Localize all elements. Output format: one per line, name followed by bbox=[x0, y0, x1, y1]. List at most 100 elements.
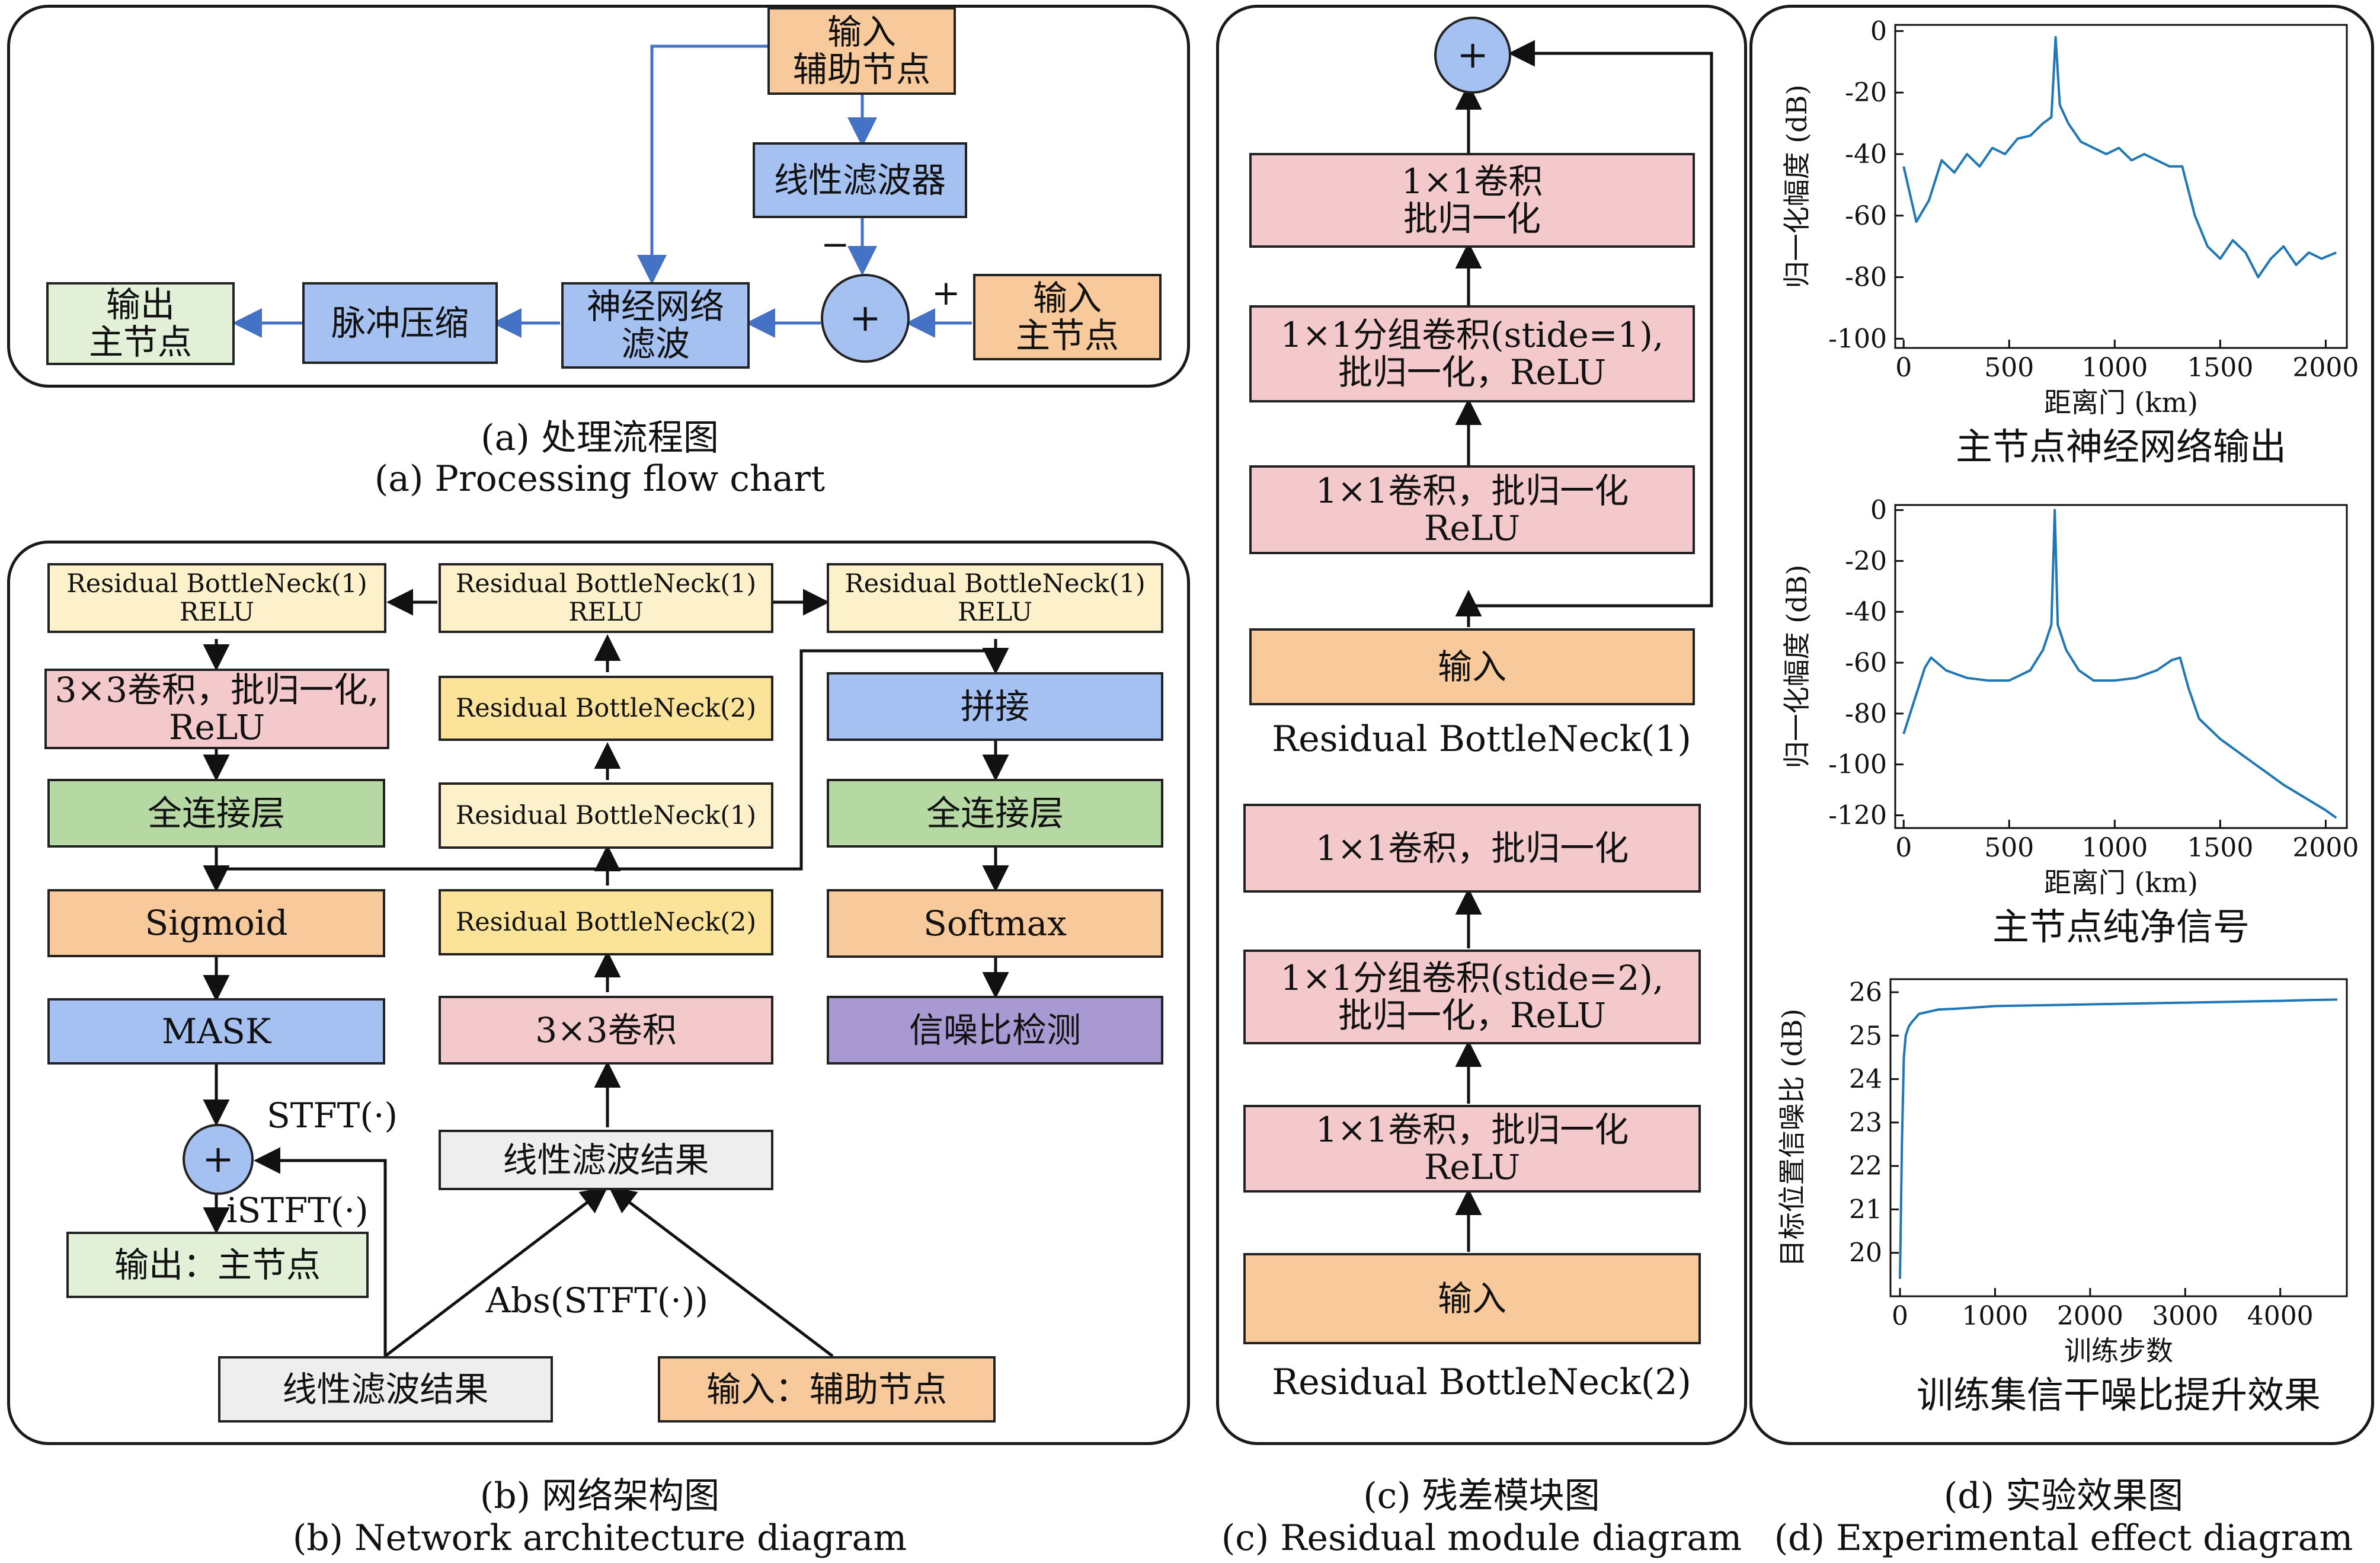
panel-c-frame bbox=[1216, 5, 1747, 1445]
series-line-1-0 bbox=[1902, 509, 2337, 819]
input-aux-node-box: 输入 辅助节点 bbox=[767, 7, 956, 95]
top-conv1x1-bn-relu-box: 1×1卷积，批归一化 ReLU bbox=[1249, 465, 1695, 554]
y-tick-label-0-0: 0 bbox=[1870, 16, 1887, 46]
x-tick-label-2-4: 4000 bbox=[2247, 1301, 2314, 1331]
residual-bottleneck2-title: Residual BottleNeck(2) bbox=[1272, 1361, 1691, 1403]
input-main-node-box: 输入 主节点 bbox=[973, 274, 1162, 360]
residual-bottleneck-left: Residual BottleNeck(1) RELU bbox=[47, 563, 386, 633]
x-tick-label-1-0: 0 bbox=[1895, 833, 1912, 863]
x-tick-label-0-1: 500 bbox=[1984, 353, 2034, 383]
bot-conv1x1-bn-relu-box: 1×1卷积，批归一化 ReLU bbox=[1243, 1105, 1701, 1193]
y-tick-label-1-0: 0 bbox=[1870, 496, 1887, 526]
linear-result-mid-box: 线性滤波结果 bbox=[439, 1130, 773, 1190]
x-axis-label-1: 距离门 (km) bbox=[2044, 867, 2198, 899]
series-line-0-0 bbox=[1902, 36, 2337, 279]
y-tick-label-0-3: -60 bbox=[1845, 201, 1887, 231]
y-tick-label-0-4: -80 bbox=[1845, 263, 1887, 293]
y-tick-label-2-0: 20 bbox=[1849, 1238, 1882, 1268]
chart-title-1: 主节点纯净信号 bbox=[1992, 905, 2250, 948]
output-main-box: 输出：主节点 bbox=[66, 1232, 369, 1298]
y-tick-label-2-1: 21 bbox=[1849, 1194, 1882, 1225]
plot-frame-1 bbox=[1894, 504, 2348, 829]
x-tick-label-2-2: 2000 bbox=[2057, 1301, 2123, 1331]
top-input-box: 输入 bbox=[1249, 628, 1695, 705]
conv3x3-bn-relu-box: 3×3卷积，批归一化, ReLU bbox=[44, 669, 389, 749]
residual-bottleneck-mid: Residual BottleNeck(1) RELU bbox=[439, 563, 773, 633]
residual-bottleneck2-upper: Residual BottleNeck(2) bbox=[439, 676, 773, 741]
y-tick-label-2-3: 23 bbox=[1849, 1108, 1882, 1138]
nn-filter-box: 神经网络 滤波 bbox=[561, 282, 750, 369]
linear-result-bottom-box: 线性滤波结果 bbox=[218, 1356, 553, 1423]
input-aux-node-b-box: 输入：辅助节点 bbox=[658, 1356, 996, 1423]
top-conv1x1-bn-box: 1×1卷积 批归一化 bbox=[1249, 153, 1695, 248]
y-axis-label-0: 归一化幅度 (dB) bbox=[1781, 85, 1813, 289]
residual-bottleneck-right: Residual BottleNeck(1) RELU bbox=[827, 563, 1163, 633]
x-axis-label-2: 训练步数 bbox=[2064, 1335, 2173, 1367]
x-tick-label-0-0: 0 bbox=[1895, 353, 1912, 383]
chart-title-0: 主节点神经网络输出 bbox=[1956, 425, 2286, 468]
panel-a-frame bbox=[7, 5, 1190, 388]
x-tick-label-2-3: 3000 bbox=[2152, 1301, 2218, 1331]
panel-d-frame bbox=[1749, 5, 2374, 1445]
y-tick-label-1-2: -40 bbox=[1845, 597, 1887, 627]
caption-d-en: (d) Experimental effect diagram bbox=[1774, 1517, 2353, 1559]
sum-node-c: + bbox=[1434, 17, 1511, 94]
caption-a-cn: (a) 处理流程图 bbox=[481, 417, 719, 459]
residual-bottleneck1-title: Residual BottleNeck(1) bbox=[1272, 718, 1691, 760]
residual-bottleneck1-middle: Residual BottleNeck(1) bbox=[439, 782, 773, 849]
x-tick-label-2-1: 1000 bbox=[1962, 1301, 2028, 1331]
fc-layer-left-box: 全连接层 bbox=[47, 779, 385, 848]
bot-group-conv-box: 1×1分组卷积(stide=2), 批归一化，ReLU bbox=[1243, 950, 1701, 1044]
y-tick-label-1-6: -120 bbox=[1828, 801, 1887, 831]
caption-d-cn: (d) 实验效果图 bbox=[1943, 1475, 2184, 1517]
snr-detection-box: 信噪比检测 bbox=[827, 996, 1163, 1065]
istft-label: iSTFT(·) bbox=[226, 1190, 369, 1230]
abs-stft-label: Abs(STFT(·)) bbox=[486, 1280, 709, 1321]
plus-sign: + bbox=[932, 273, 961, 313]
y-tick-label-2-2: 22 bbox=[1849, 1151, 1882, 1181]
caption-b-en: (b) Network architecture diagram bbox=[292, 1517, 907, 1559]
residual-bottleneck2-lower: Residual BottleNeck(2) bbox=[439, 889, 773, 955]
top-group-conv-box: 1×1分组卷积(stide=1), 批归一化，ReLU bbox=[1249, 305, 1695, 402]
bot-input-box: 输入 bbox=[1243, 1253, 1701, 1344]
y-tick-label-1-5: -100 bbox=[1828, 750, 1887, 780]
bot-conv1x1-bn-box: 1×1卷积，批归一化 bbox=[1243, 804, 1701, 893]
chart-title-2: 训练集信干噪比提升效果 bbox=[1917, 1373, 2321, 1417]
y-tick-label-2-4: 24 bbox=[1849, 1065, 1882, 1095]
x-tick-label-1-2: 1000 bbox=[2081, 833, 2148, 863]
conv3x3-box: 3×3卷积 bbox=[439, 996, 773, 1065]
series-line-2-0 bbox=[1899, 998, 2338, 1279]
y-tick-label-2-5: 25 bbox=[1849, 1021, 1882, 1051]
caption-c-en: (c) Residual module diagram bbox=[1221, 1517, 1742, 1559]
x-axis-label-0: 距离门 (km) bbox=[2044, 386, 2198, 418]
sum-node-b: + bbox=[183, 1124, 254, 1195]
x-tick-label-2-0: 0 bbox=[1892, 1301, 1908, 1331]
linear-filter-box: 线性滤波器 bbox=[753, 142, 967, 218]
x-tick-label-0-3: 1500 bbox=[2187, 353, 2253, 383]
y-tick-label-1-3: -60 bbox=[1845, 648, 1887, 678]
caption-b-cn: (b) 网络架构图 bbox=[479, 1475, 720, 1517]
mask-box: MASK bbox=[47, 998, 385, 1065]
stft-label: STFT(·) bbox=[267, 1095, 398, 1136]
plot-frame-2 bbox=[1889, 978, 2348, 1297]
output-main-node-box: 输出 主节点 bbox=[46, 282, 235, 365]
y-axis-label-1: 归一化幅度 (dB) bbox=[1781, 565, 1813, 769]
fc-layer-right-box: 全连接层 bbox=[827, 779, 1163, 848]
caption-a-en: (a) Processing flow chart bbox=[374, 458, 826, 500]
y-tick-label-0-2: -40 bbox=[1845, 139, 1887, 170]
x-tick-label-1-3: 1500 bbox=[2187, 833, 2253, 863]
softmax-box: Softmax bbox=[827, 889, 1163, 958]
pulse-compress-box: 脉冲压缩 bbox=[302, 282, 498, 364]
x-tick-label-0-2: 1000 bbox=[2081, 353, 2148, 383]
concat-box: 拼接 bbox=[827, 672, 1163, 741]
x-tick-label-1-4: 2000 bbox=[2292, 833, 2359, 863]
plot-frame-0 bbox=[1894, 24, 2348, 349]
minus-sign: − bbox=[821, 224, 850, 264]
sum-node-a: + bbox=[821, 274, 910, 363]
y-tick-label-1-4: -80 bbox=[1845, 699, 1887, 729]
y-tick-label-0-1: -20 bbox=[1845, 78, 1887, 108]
